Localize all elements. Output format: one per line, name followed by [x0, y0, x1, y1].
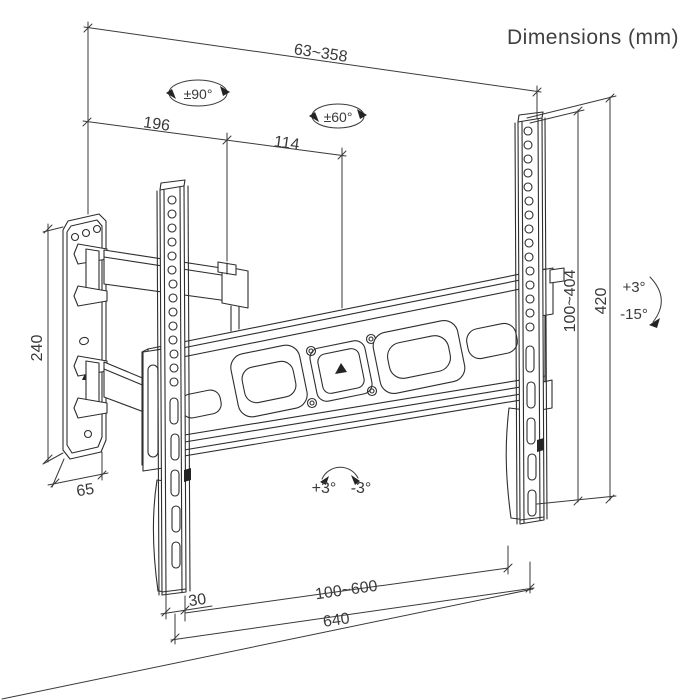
level-adjust-symbol: +3° -3° — [312, 466, 372, 497]
level-plus-label: +3° — [312, 480, 337, 497]
dim-vesa-horizontal: 100~600 — [184, 545, 513, 614]
dim-arm-segments: 196 114 — [82, 114, 347, 309]
rail-boss-left — [230, 344, 308, 418]
lower-arm — [73, 355, 153, 419]
tilt-symbol: +3° -15° — [620, 276, 662, 328]
right-rail-holes — [523, 126, 535, 332]
page-title: Dimensions (mm) — [507, 26, 679, 49]
rail-height-label: 420 — [593, 288, 610, 315]
left-rail-slots — [169, 397, 181, 569]
rail-boss-right — [372, 320, 466, 394]
swivel-outer-label: ±90° — [184, 86, 213, 102]
center-mark-triangle-icon — [335, 363, 347, 374]
tilt-up-label: +3° — [622, 279, 645, 296]
left-rail-holes — [167, 195, 179, 387]
vesa-horizontal-label: 100~600 — [314, 578, 379, 604]
vesa-vertical-label: 100~404 — [562, 270, 579, 333]
dim-plate-width: 65 — [47, 451, 109, 501]
dim-rail-offset: 30 — [160, 591, 213, 622]
dim-plate-height: 240 — [29, 223, 64, 465]
swivel-outer-symbol: ±90° — [166, 79, 230, 107]
dim-total-width: 640 — [1, 561, 535, 700]
total-width-label: 640 — [322, 610, 351, 631]
depth-range-label: 63~358 — [293, 41, 349, 66]
wall-rail — [141, 268, 546, 466]
swivel-inner-symbol: ±60° — [309, 103, 367, 129]
left-tv-rail — [156, 179, 191, 596]
tilt-down-label: -15° — [620, 306, 648, 323]
dim-vesa-vertical: 100~404 — [529, 106, 585, 506]
level-minus-label: -3° — [351, 480, 372, 497]
rail-offset-label: 30 — [187, 591, 207, 610]
plate-height-label: 240 — [29, 335, 46, 362]
plate-width-label: 65 — [75, 481, 95, 501]
arm-segment-2-label: 114 — [273, 133, 301, 153]
arm-segment-1-label: 196 — [142, 114, 171, 135]
swivel-inner-label: ±60° — [324, 109, 353, 125]
right-rail-slots — [525, 345, 537, 517]
rail-center-boss — [309, 340, 373, 402]
right-tv-rail — [514, 111, 548, 525]
dim-rail-height: 420 — [526, 93, 617, 505]
